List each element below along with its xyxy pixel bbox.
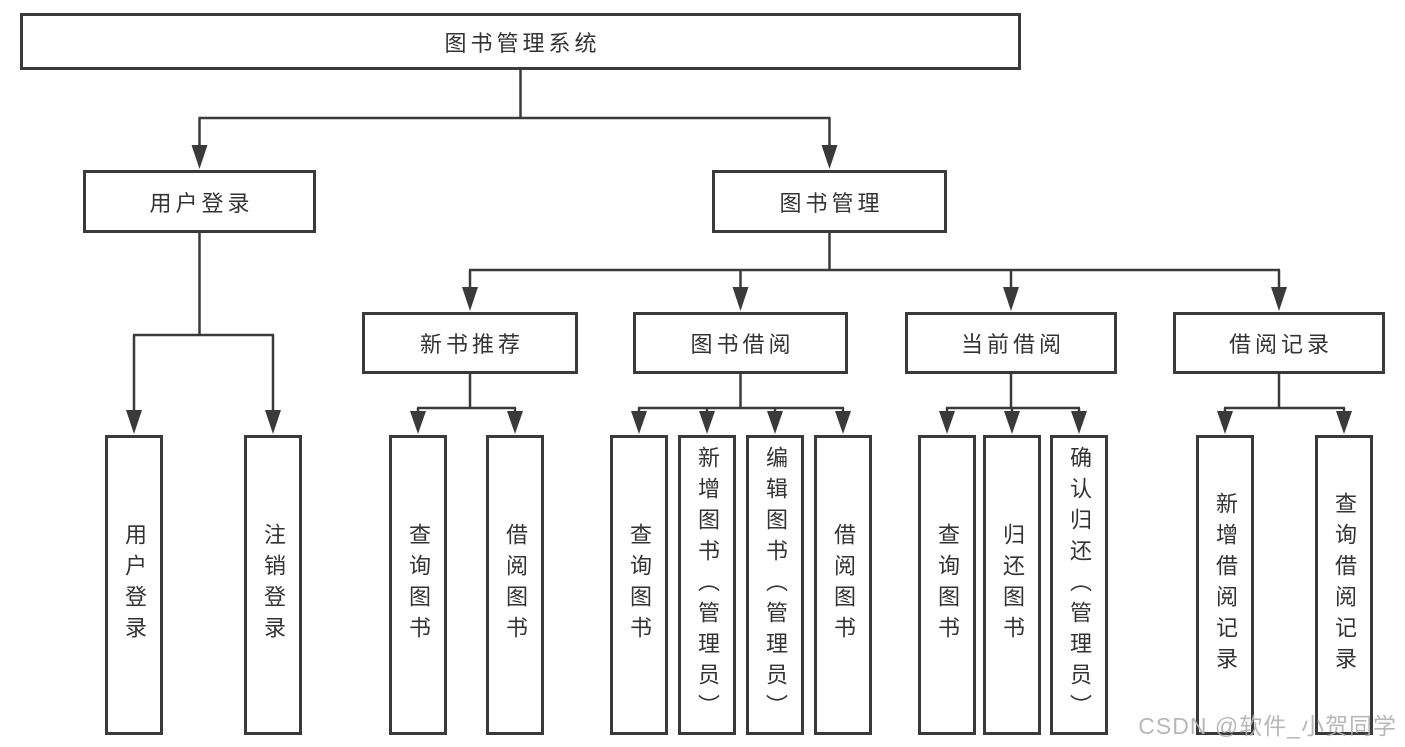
leaf-user-login: 用户登录 <box>105 435 163 735</box>
leaf-borrow-books-recommend-label: 借阅图书 <box>503 523 528 647</box>
leaf-logout-label: 注销登录 <box>261 523 286 647</box>
leaf-confirm-return-admin: 确认归还（管理员） <box>1050 435 1108 735</box>
leaf-query-books-recommend: 查询图书 <box>389 435 447 735</box>
node-book-management: 图书管理 <box>712 170 947 233</box>
node-borrow-records-label: 借阅记录 <box>1228 332 1333 357</box>
connector-user-login <box>126 233 281 434</box>
leaf-query-books-current-label: 查询图书 <box>935 523 960 647</box>
leaf-query-borrow-record: 查询借阅记录 <box>1315 435 1373 735</box>
leaf-add-borrow-record: 新增借阅记录 <box>1196 435 1254 735</box>
leaf-return-books: 归还图书 <box>983 435 1041 735</box>
leaf-borrow-books-label: 借阅图书 <box>831 523 856 647</box>
connector-new-rec <box>410 374 523 434</box>
node-user-login-label: 用户登录 <box>149 190 254 216</box>
leaf-logout: 注销登录 <box>244 435 302 735</box>
leaf-query-books-current: 查询图书 <box>918 435 976 735</box>
leaf-confirm-return-admin-label: 确认归还（管理员） <box>1067 445 1092 725</box>
leaf-edit-books-admin-label: 编辑图书（管理员） <box>763 445 788 725</box>
node-borrow-records: 借阅记录 <box>1173 312 1385 374</box>
connector-current-borrow <box>939 374 1087 434</box>
node-new-book-recommend-label: 新书推荐 <box>419 332 524 357</box>
node-current-borrow: 当前借阅 <box>905 312 1117 374</box>
node-root-label: 图书管理系统 <box>444 30 601 56</box>
csdn-watermark: CSDN @软件_小贺同学 <box>1138 713 1397 739</box>
leaf-add-borrow-record-label: 新增借阅记录 <box>1213 492 1238 678</box>
leaf-query-books-borrow: 查询图书 <box>610 435 668 735</box>
leaf-user-login-label: 用户登录 <box>122 523 147 647</box>
node-new-book-recommend: 新书推荐 <box>362 312 578 374</box>
leaf-query-books-recommend-label: 查询图书 <box>406 523 431 647</box>
leaf-query-borrow-record-label: 查询借阅记录 <box>1332 492 1357 678</box>
connector-borrow-records <box>1217 374 1352 434</box>
node-current-borrow-label: 当前借阅 <box>960 332 1065 357</box>
connector-book-borrow <box>631 374 851 434</box>
leaf-return-books-label: 归还图书 <box>1000 523 1025 647</box>
connector-book-mgmt <box>462 233 1287 311</box>
leaf-add-books-admin-label: 新增图书（管理员） <box>695 445 720 725</box>
node-book-borrow-label: 图书借阅 <box>690 332 795 357</box>
leaf-query-books-borrow-label: 查询图书 <box>627 523 652 647</box>
node-book-borrow: 图书借阅 <box>633 312 848 374</box>
node-user-login: 用户登录 <box>83 170 316 233</box>
leaf-borrow-books-recommend: 借阅图书 <box>486 435 544 735</box>
node-root-system: 图书管理系统 <box>20 13 1021 70</box>
leaf-borrow-books: 借阅图书 <box>814 435 872 735</box>
leaf-add-books-admin: 新增图书（管理员） <box>678 435 736 735</box>
leaf-edit-books-admin: 编辑图书（管理员） <box>746 435 804 735</box>
node-book-management-label: 图书管理 <box>779 190 884 216</box>
connector-root <box>191 70 838 169</box>
